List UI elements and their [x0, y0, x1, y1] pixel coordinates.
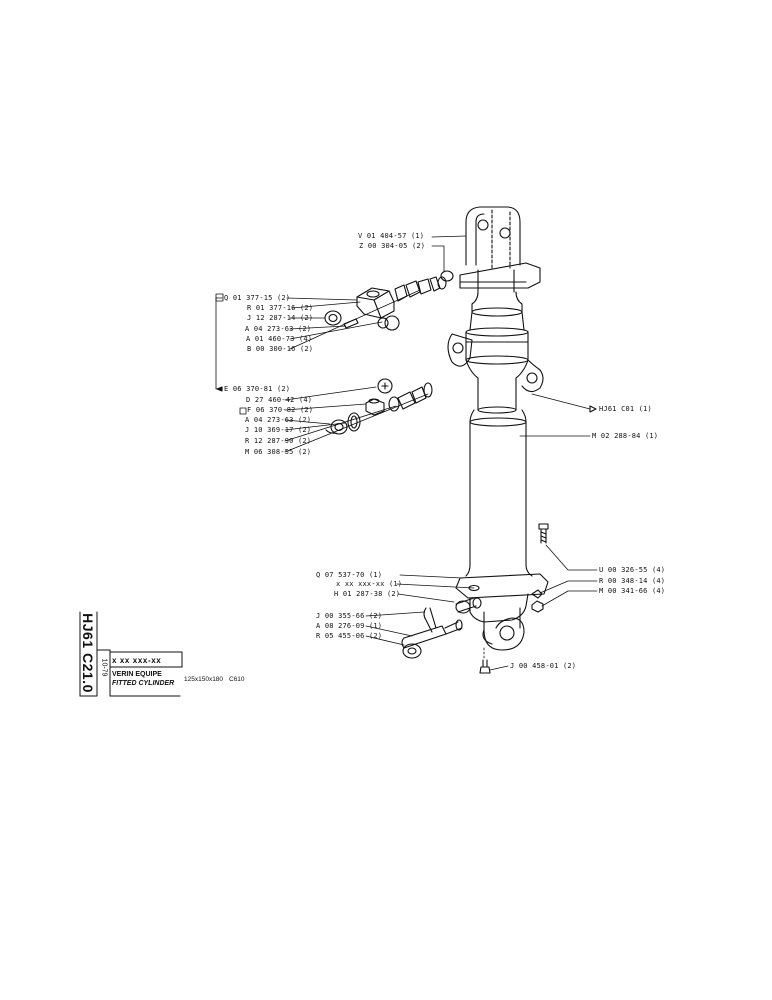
drawing-code: HJ61 C21.0 — [80, 612, 97, 696]
machine-model: C610 — [229, 676, 245, 683]
callout-r00348: R 00 348-14 (4) — [599, 577, 666, 585]
callout-e06370: E 06 370-81 (2) — [224, 385, 291, 393]
title-french: VERIN EQUIPE — [112, 671, 162, 678]
reference-arrow-icon — [589, 405, 597, 413]
callout-a01460: A 01 460-73 (4) — [246, 335, 313, 343]
box-marker-icon — [239, 407, 247, 415]
cylinder-base — [455, 573, 549, 651]
rod-eye-clevis — [459, 206, 541, 293]
callout-j10369: J 10 369-17 (2) — [245, 426, 312, 434]
callout-a08276: A 08 276-09 (1) — [316, 622, 383, 630]
callout-q07537: Q 07 537-70 (1) — [316, 571, 383, 579]
callout-q01377: Q 01 377-15 (2) — [224, 294, 291, 302]
drawing-code-text: HJ61 C21.0 — [80, 613, 96, 693]
callout-f06370: F 06 370-82 (2) — [247, 406, 314, 414]
upper-port-fittings — [324, 270, 454, 331]
drawing-date: 10-79 — [98, 650, 110, 690]
callout-hj61c01: HJ61 C01 (1) — [599, 405, 652, 413]
callout-u00326: U 00 326-55 (4) — [599, 566, 666, 574]
callout-j12287: J 12 287-14 (2) — [247, 314, 314, 322]
callout-r12287: R 12 287-90 (2) — [245, 437, 312, 445]
callout-m00341: M 00 341-66 (4) — [599, 587, 666, 595]
cylinder-size: 125x150x180 — [184, 676, 224, 683]
callout-h01287: H 01 287-38 (2) — [334, 590, 401, 598]
callout-m02288: M 02 288-84 (1) — [592, 432, 659, 440]
box-marker-icon — [215, 293, 224, 302]
callout-z00304: Z 00 304-05 (2) — [359, 242, 426, 250]
upper-barrel — [447, 291, 544, 414]
leader-lines — [215, 235, 598, 671]
callout-b00300: B 00 300-16 (2) — [247, 345, 314, 353]
callout-r05455: R 05 455-06 (2) — [316, 632, 383, 640]
title-english: FITTED CYLINDER — [112, 680, 175, 687]
callout-a04273a: A 04 273-63 (2) — [245, 325, 312, 333]
callout-v01404: V 01 404-57 (1) — [358, 232, 425, 240]
cylinder-tube — [465, 409, 533, 577]
callout-xref: x xx xxx-xx (1) — [336, 580, 403, 588]
callout-d27460: D 27 460-42 (4) — [246, 396, 313, 404]
callout-a04273b: A 04 273-63 (2) — [245, 416, 312, 424]
drawing-date-text: 10-79 — [100, 658, 108, 677]
callout-j00458: J 00 458-01 (2) — [510, 662, 577, 670]
callout-m06308: M 06 308-55 (2) — [245, 448, 312, 456]
title-block-frame — [79, 611, 183, 697]
callout-j00355: J 00 355-66 (2) — [316, 612, 383, 620]
callout-r01377: R 01 377-16 (2) — [247, 304, 314, 312]
lower-port-fittings — [325, 378, 433, 435]
assembly-reference: x xx xxx-xx — [112, 656, 162, 665]
arrow-icon — [216, 386, 223, 392]
